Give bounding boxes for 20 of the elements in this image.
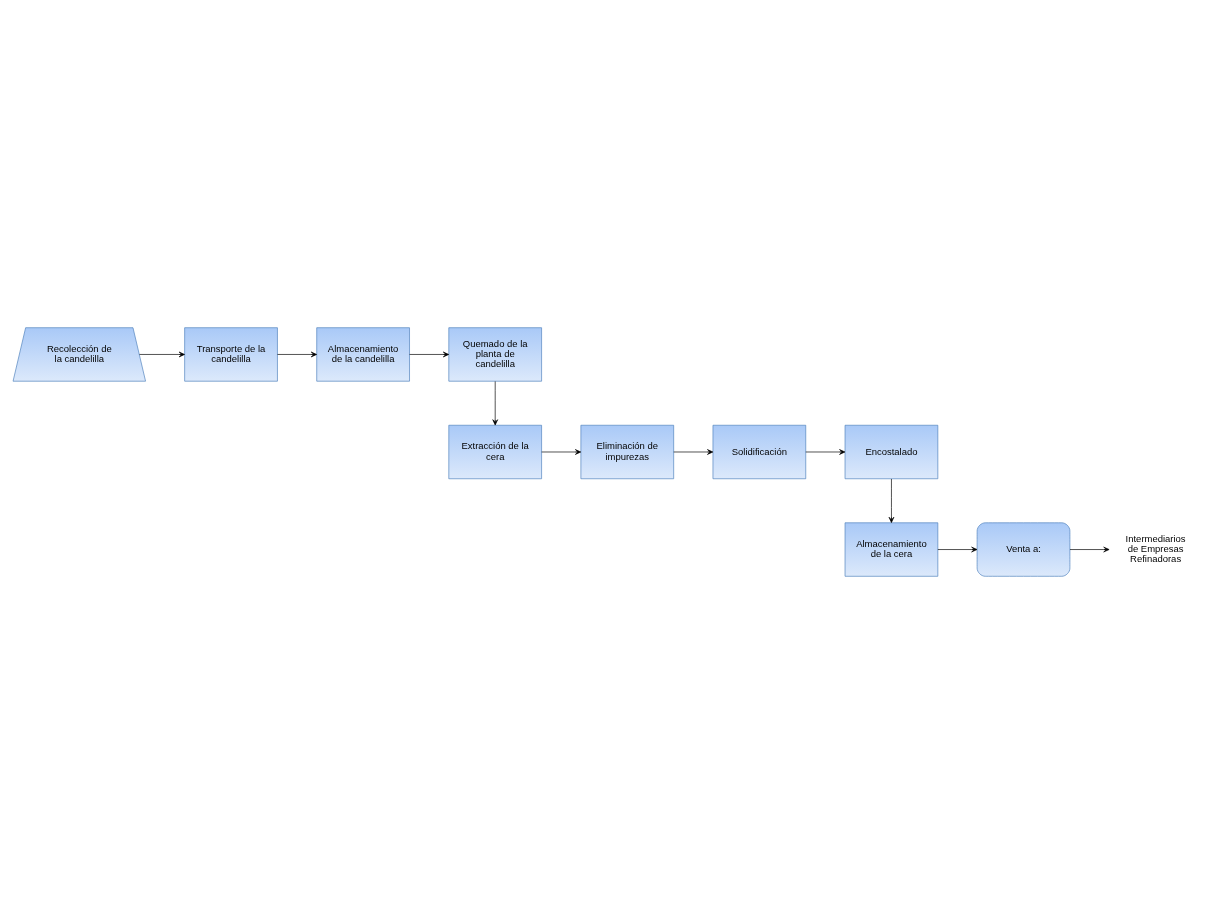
node-box: Transporte de la candelilla xyxy=(184,326,278,382)
arrow xyxy=(1069,546,1110,552)
node-box: Solidificación xyxy=(712,424,807,479)
node-box: Encostalado xyxy=(844,424,939,479)
arrow xyxy=(673,448,714,455)
node-text: Intermediarios de Empresas Refinadoras xyxy=(1125,532,1186,564)
node-box: Venta a: xyxy=(976,521,1071,577)
node-box: Almacenamiento de la cera xyxy=(844,521,939,577)
arrow xyxy=(409,351,450,357)
arrow xyxy=(888,478,895,523)
arrow xyxy=(541,448,582,455)
node-box: Eliminación de impurezas xyxy=(580,424,674,479)
arrow xyxy=(805,448,846,455)
node-box: Quemado de la planta de candelilla xyxy=(448,326,542,382)
arrow xyxy=(937,546,978,552)
node-box: Extracción de la cera xyxy=(448,424,542,479)
node-box: Almacenamiento de la candelilla xyxy=(316,326,410,382)
arrow xyxy=(139,351,185,357)
arrow xyxy=(277,351,317,357)
arrow xyxy=(492,380,498,425)
